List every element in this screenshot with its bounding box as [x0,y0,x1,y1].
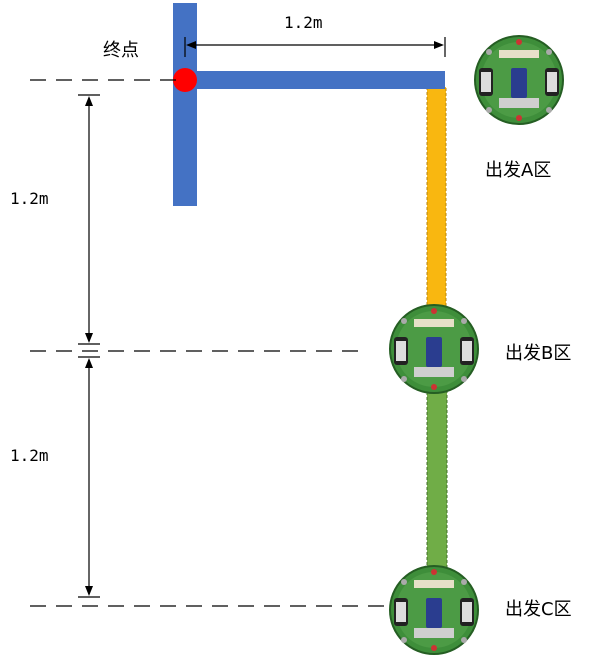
orange-track [426,86,447,313]
dimension-top-arrow-left [186,41,196,49]
distance-top-label: 1.2m [284,13,323,32]
blue-track-horizontal [173,71,445,89]
robot-a-image [474,35,564,125]
start-zone-c-label: 出发C区 [505,599,572,620]
distance-lower-label: 1.2m [10,446,49,465]
dimension-upper-arrow-bottom [85,333,93,343]
robot-c-image [389,565,479,655]
start-zone-a-label: 出发A区 [485,160,552,181]
finish-dot [173,68,197,92]
robot-b-image [389,304,479,394]
distance-upper-label: 1.2m [10,189,49,208]
start-zone-b-label: 出发B区 [505,343,572,364]
dimension-lower-arrow-top [85,358,93,368]
dimension-top-arrow-right [434,41,444,49]
dimension-lower-arrow-bottom [85,586,93,596]
finish-label: 终点 [103,40,139,61]
blue-track-vertical [173,3,197,206]
dimension-upper-arrow-top [85,96,93,106]
